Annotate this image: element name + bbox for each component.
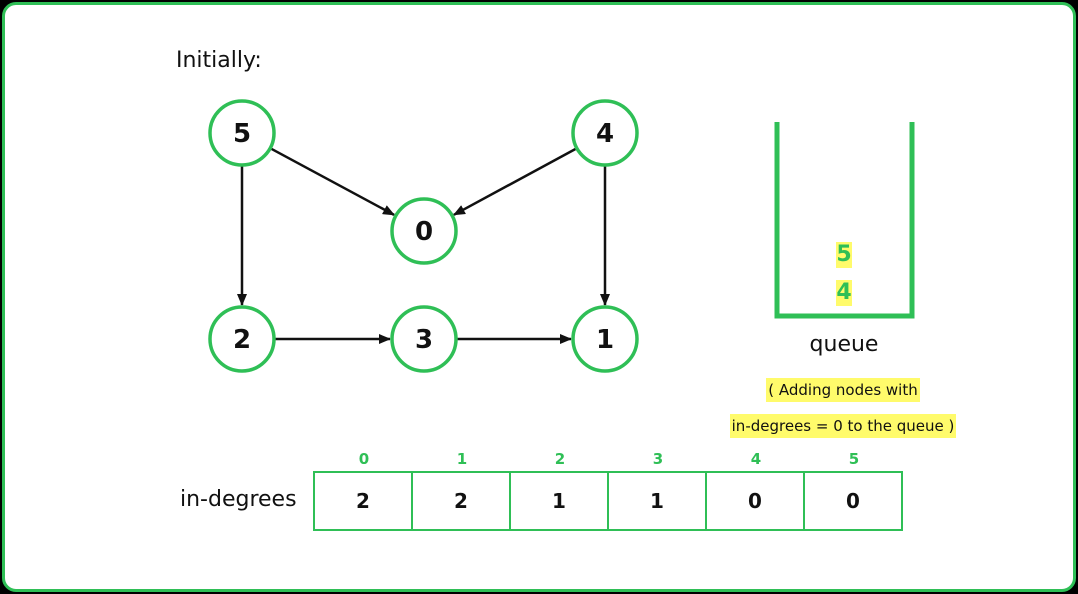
indegree-cell: 0 — [707, 473, 805, 529]
graph-node-label: 2 — [233, 325, 251, 355]
graph-node-0 — [390, 197, 458, 265]
indegree-cell: 2 — [413, 473, 511, 529]
indegree-cell: 2 — [315, 473, 413, 529]
queue-note: ( Adding nodes with in-degrees = 0 to th… — [700, 372, 986, 444]
indegree-cell: 1 — [609, 473, 707, 529]
index-label: 3 — [652, 450, 664, 468]
graph-node-3 — [390, 305, 458, 373]
graph-node-label: 3 — [415, 325, 433, 355]
indegrees-label: in-degrees — [180, 487, 297, 512]
diagram-title: Initially: — [176, 48, 262, 73]
indegree-cell: 1 — [511, 473, 609, 529]
edge-5-to-0 — [269, 147, 395, 216]
queue-item: 4 — [836, 280, 852, 306]
graph-node-5 — [208, 99, 276, 167]
index-label: 2 — [554, 450, 566, 468]
graph-node-label: 4 — [596, 119, 614, 149]
index-label: 4 — [750, 450, 762, 468]
index-label: 5 — [848, 450, 860, 468]
queue-label: queue — [809, 332, 879, 357]
graph-node-1 — [571, 305, 639, 373]
graph-node-label: 5 — [233, 119, 251, 149]
graph-node-4 — [571, 99, 639, 167]
graph-node-2 — [208, 305, 276, 373]
queue-container — [774, 122, 915, 319]
indegrees-table: 2 2 1 1 0 0 — [313, 471, 903, 531]
queue-item: 5 — [836, 242, 852, 268]
edge-4-to-0 — [453, 147, 578, 216]
queue-note-line: ( Adding nodes with — [766, 378, 920, 402]
index-label: 1 — [456, 450, 468, 468]
queue-note-line: in-degrees = 0 to the queue ) — [729, 414, 957, 438]
graph-node-label: 0 — [415, 217, 433, 247]
indegree-cell: 0 — [846, 489, 860, 513]
indegrees-index-row: 0 1 2 3 4 5 — [315, 450, 903, 468]
index-label: 0 — [358, 450, 370, 468]
graph-node-label: 1 — [596, 325, 614, 355]
